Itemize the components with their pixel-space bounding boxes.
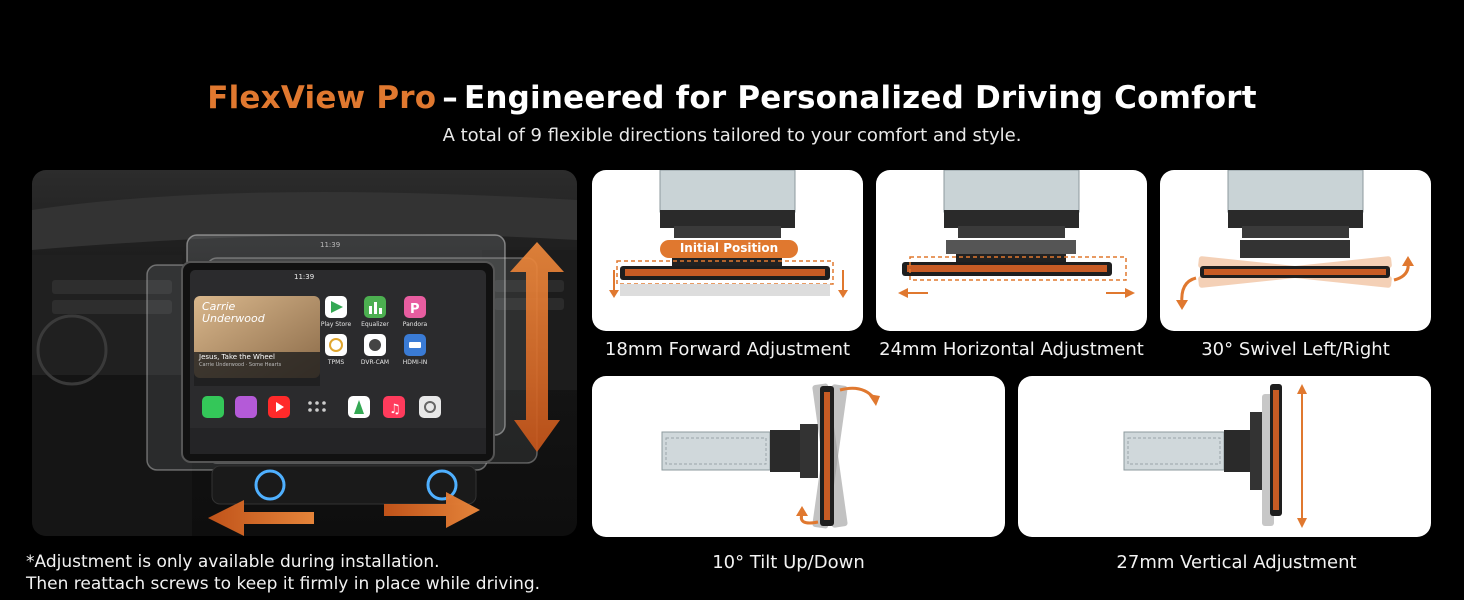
swivel-illustration [1176,170,1414,310]
dashboard-illustration: P ♫ [32,192,577,536]
page-subtitle: A total of 9 flexible directions tailore… [442,125,1022,146]
horizontal-adjustment-illustration [898,170,1135,298]
vertical-arrow-icon [510,242,564,452]
app-label-dvr-cam: DVR-CAM [360,359,390,366]
app-grid-icon [308,401,326,412]
caption-swivel: 30° Swivel Left/Right [1201,339,1390,360]
app-label-tpms: TPMS [327,359,345,366]
now-playing-artist: Carrie Underwood · Some Hearts [199,362,282,368]
title-dash: – [442,80,458,116]
now-playing-title: Jesus, Take the Wheel [199,353,275,361]
app-label-hdmi-in: HDMI-IN [402,359,428,366]
settings-gear-icon [419,396,441,418]
swivel-right-arrow-icon [1393,256,1414,282]
card-vertical-adjustment [1018,376,1431,537]
installation-note: *Adjustment is only available during ins… [26,551,540,595]
forward-arrow-right-icon [838,270,848,298]
initial-position-label: Initial Position [679,241,779,255]
forward-arrow-left-icon [609,270,619,298]
phone-icon [202,396,224,418]
card-swivel [1160,170,1431,331]
card-tilt [592,376,1005,537]
music-icon [383,396,405,418]
note-line-1: *Adjustment is only available during ins… [26,552,440,572]
forward-adjustment-illustration [609,170,848,298]
horizontal-left-arrow-icon [898,288,928,298]
tilt-up-arrow-icon [839,386,880,406]
status-time: 11:39 [294,273,315,281]
svg-text:♫: ♫ [389,402,401,417]
caption-forward: 18mm Forward Adjustment [604,339,851,360]
climate-panel [211,465,477,505]
gauge-ring [36,314,108,386]
card-forward-adjustment: Initial Position [592,170,863,331]
card-horizontal-adjustment [876,170,1147,331]
page-title: FlexView Pro–Engineered for Personalized… [0,80,1464,116]
caption-horizontal: 24mm Horizontal Adjustment [879,339,1144,360]
title-text: Engineered for Personalized Driving Comf… [463,80,1257,116]
vertical-double-arrow-icon [1297,384,1307,528]
caption-vertical: 27mm Vertical Adjustment [1116,552,1357,573]
album-title: Carrie Underwood [202,300,265,325]
hero-dashboard-image: P ♫ 11: [32,170,577,536]
svg-text:P: P [410,302,420,317]
tpms-icon [325,334,347,356]
status-time-ghost: 11:39 [320,241,341,249]
note-line-2: Then reattach screws to keep it firmly i… [26,574,541,594]
app-label-play-store: Play Store [320,321,352,328]
tilt-illustration [661,383,880,529]
tilt-down-arrow-icon [796,506,819,525]
app-label-equalizer: Equalizer [361,321,389,328]
caption-tilt: 10° Tilt Up/Down [712,552,865,573]
vertical-adjustment-illustration [1123,384,1307,528]
podcast-icon [235,396,257,418]
brand-name: FlexView Pro [207,80,437,116]
horizontal-right-arrow-icon [1106,288,1135,298]
horizontal-arrow-icon [208,492,480,536]
initial-position-badge [660,240,798,258]
app-label-pandora: Pandora [402,321,428,328]
pandora-icon [404,296,426,318]
swivel-left-arrow-icon [1176,276,1197,310]
dash-top-trim [32,192,577,250]
